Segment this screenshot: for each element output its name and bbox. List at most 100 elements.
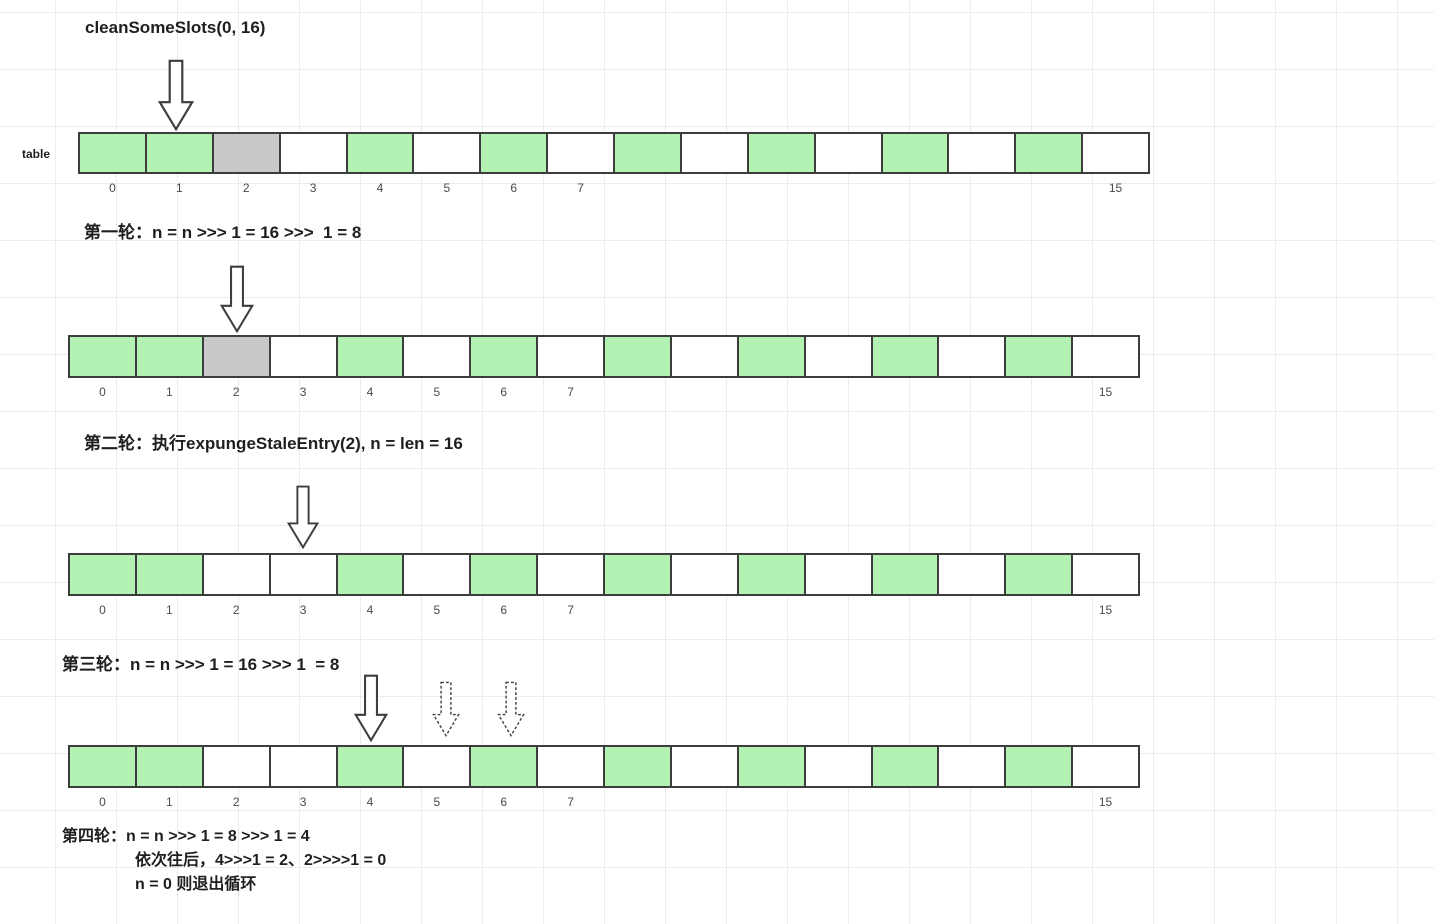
cell-index-label: 5 [433,385,441,399]
array-cell-6: 6 [481,134,549,195]
array-cell-10 [738,555,806,594]
array-cell-15: 15 [1073,337,1138,399]
slot-array-round1: 0 1 2 3 4 5 6 7 15 [68,335,1140,399]
array-cell-5: 5 [404,555,472,617]
array-cell-12 [872,747,940,786]
cell-index-label: 4 [376,181,384,195]
cell-index-label: 3 [299,385,307,399]
array-cell-1: 1 [146,134,214,195]
cell-index-label: 7 [567,603,574,617]
round-1-text: 第一轮：n = n >>> 1 = 16 >>> 1 = 8 [84,223,362,242]
array-cell-1: 1 [136,337,204,399]
round-4-line-3: n = 0 则退出循环 [135,876,257,893]
array-cell-8 [605,555,672,594]
cell-index-label: 6 [510,181,518,195]
array-cell-2: 2 [203,747,271,809]
down-arrow-icon-3 [286,485,320,550]
cell-index-label: 1 [165,795,173,809]
array-cell-5: 5 [404,337,472,399]
array-cell-11 [815,134,883,172]
cell-index-label: 1 [165,603,173,617]
array-cell-2: 2 [203,555,271,617]
array-cell-11 [805,337,873,376]
cell-index-label: 4 [366,795,374,809]
array-cell-7: 7 [548,134,615,195]
array-cell-9 [671,337,739,376]
array-cell-7: 7 [538,555,605,617]
cell-index-label: 1 [175,181,183,195]
down-arrow-icon-2 [219,265,255,334]
array-cell-6: 6 [471,555,539,617]
dotted-down-arrow-icon-1 [432,681,460,737]
array-cell-1: 1 [136,747,204,809]
cell-index-label: 2 [232,795,240,809]
cell-index-label: 7 [577,181,584,195]
cell-index-label: 15 [1098,385,1113,399]
array-cell-6: 6 [471,337,539,399]
cell-index-label: 15 [1098,795,1113,809]
cell-index-label: 15 [1108,181,1123,195]
array-cell-3: 3 [280,134,348,195]
array-cell-0: 0 [70,747,137,809]
slot-array-initial: 0 1 2 3 4 5 6 7 15 [78,132,1150,195]
down-arrow-icon-1 [157,59,195,132]
array-cell-0: 0 [70,337,137,399]
array-cell-7: 7 [538,747,605,809]
array-cell-8 [605,747,672,786]
slot-array-round3: 0 1 2 3 4 5 6 7 15 [68,745,1140,809]
cell-index-label: 6 [500,795,508,809]
array-cell-5: 5 [414,134,482,195]
array-cell-11 [805,555,873,594]
cell-index-label: 0 [99,385,106,399]
array-cell-0: 0 [70,555,137,617]
array-cell-15: 15 [1073,747,1138,809]
cell-index-label: 0 [99,795,106,809]
cell-index-label: 3 [299,795,307,809]
array-cell-13 [939,555,1007,594]
array-cell-12 [872,555,940,594]
cell-index-label: 2 [242,181,250,195]
array-cell-7: 7 [538,337,605,399]
cell-index-label: 0 [109,181,116,195]
table-label: table [22,147,51,161]
array-cell-13 [949,134,1017,172]
round-2-text: 第二轮：执行expungeStaleEntry(2), n = len = 16 [84,434,463,453]
title: cleanSomeSlots(0, 16) [85,18,266,37]
array-cell-8 [615,134,682,172]
round-4-line-2: 依次往后，4>>>1 = 2、2>>>>1 = 0 [135,852,387,869]
array-cell-0: 0 [80,134,147,195]
array-cell-1: 1 [136,555,204,617]
array-cell-4: 4 [337,747,405,809]
cell-index-label: 6 [500,385,508,399]
cell-index-label: 2 [232,385,240,399]
cell-index-label: 6 [500,603,508,617]
cell-index-label: 2 [232,603,240,617]
cell-index-label: 4 [366,385,374,399]
array-cell-10 [738,337,806,376]
array-cell-14 [1006,747,1074,786]
array-cell-6: 6 [471,747,539,809]
array-cell-15: 15 [1073,555,1138,617]
array-cell-3: 3 [270,555,338,617]
array-cell-2: 2 [213,134,281,195]
down-arrow-icon-4 [353,674,389,743]
cell-index-label: 3 [309,181,317,195]
array-cell-11 [805,747,873,786]
array-cell-12 [872,337,940,376]
array-cell-10 [748,134,816,172]
round-3-text: 第三轮：n = n >>> 1 = 16 >>> 1 = 8 [62,655,340,674]
array-cell-10 [738,747,806,786]
cell-index-label: 1 [165,385,173,399]
array-cell-5: 5 [404,747,472,809]
cell-index-label: 5 [433,795,441,809]
array-cell-12 [882,134,950,172]
cell-index-label: 4 [366,603,374,617]
cell-index-label: 0 [99,603,106,617]
dotted-down-arrow-icon-2 [497,681,525,737]
array-cell-8 [605,337,672,376]
cell-index-label: 15 [1098,603,1113,617]
array-cell-4: 4 [347,134,415,195]
slot-array-round2: 0 1 2 3 4 5 6 7 15 [68,553,1140,617]
array-cell-3: 3 [270,747,338,809]
